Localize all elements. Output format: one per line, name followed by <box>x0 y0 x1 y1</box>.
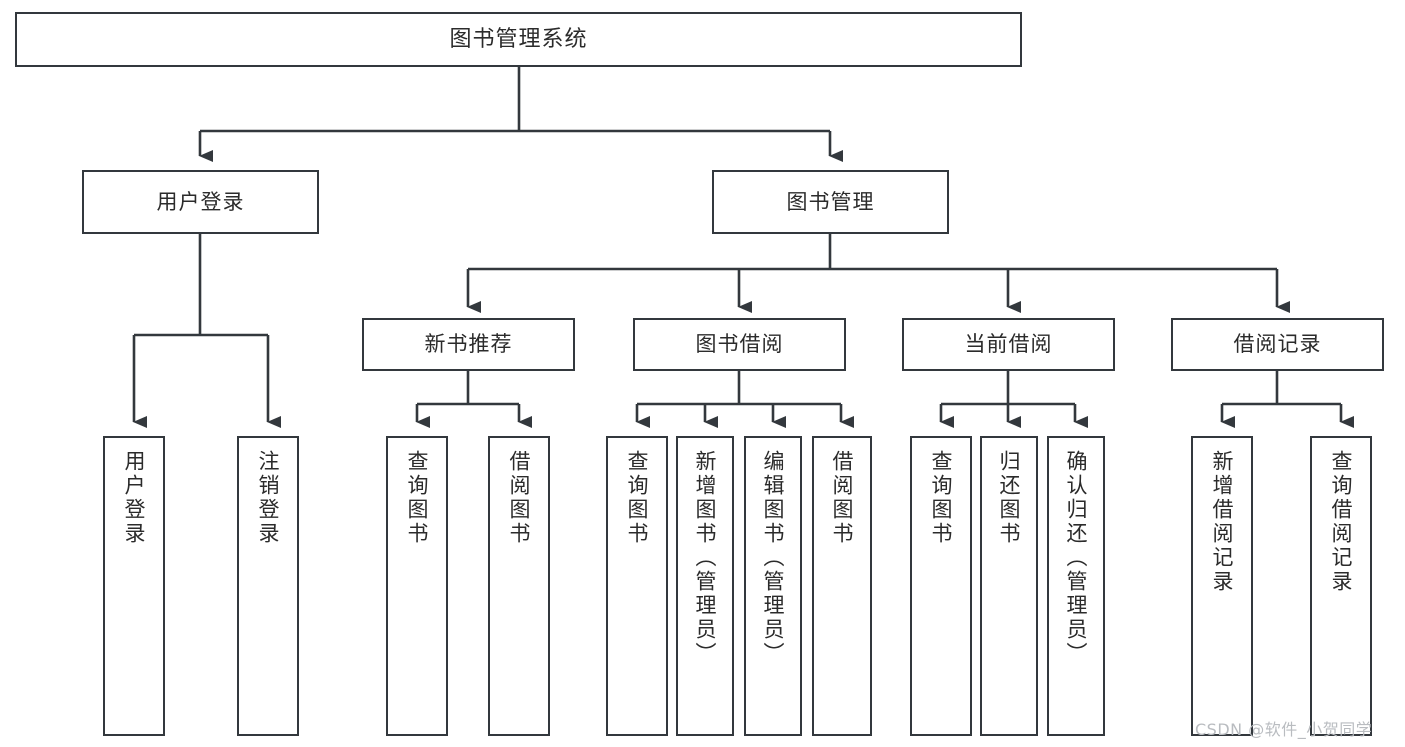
node-label: 图书借阅 <box>695 332 784 357</box>
node-label: 查询图书 <box>929 450 954 546</box>
node-label: 用户登录 <box>122 450 147 546</box>
node-root-system[interactable]: 图书管理系统 <box>15 12 1022 67</box>
leaf-logout[interactable]: 注销登录 <box>237 436 299 736</box>
node-label: 新书推荐 <box>424 332 513 357</box>
leaf-query-book-recommend[interactable]: 查询图书 <box>386 436 448 736</box>
node-label: 图书管理系统 <box>449 26 588 52</box>
node-label: 用户登录 <box>156 189 245 214</box>
node-book-management[interactable]: 图书管理 <box>712 170 949 234</box>
leaf-confirm-return-admin[interactable]: 确认归还（管理员） <box>1047 436 1105 736</box>
node-label: 编辑图书（管理员） <box>761 450 786 666</box>
csdn-watermark: CSDN @软件_小贺同学 <box>1195 720 1373 739</box>
leaf-return-book[interactable]: 归还图书 <box>980 436 1038 736</box>
node-borrow-record[interactable]: 借阅记录 <box>1171 318 1384 371</box>
node-label: 注销登录 <box>256 450 281 546</box>
leaf-add-borrow-record[interactable]: 新增借阅记录 <box>1191 436 1253 736</box>
node-label: 借阅记录 <box>1233 332 1322 357</box>
node-current-borrow[interactable]: 当前借阅 <box>902 318 1115 371</box>
leaf-user-login[interactable]: 用户登录 <box>103 436 165 736</box>
node-new-book-recommend[interactable]: 新书推荐 <box>362 318 575 371</box>
node-label: 查询图书 <box>405 450 430 546</box>
node-label: 借阅图书 <box>830 450 855 546</box>
node-user-login[interactable]: 用户登录 <box>82 170 319 234</box>
node-label: 当前借阅 <box>964 332 1053 357</box>
node-label: 借阅图书 <box>507 450 532 546</box>
node-label: 新增借阅记录 <box>1210 450 1235 594</box>
node-book-borrow[interactable]: 图书借阅 <box>633 318 846 371</box>
node-label: 新增图书（管理员） <box>693 450 718 666</box>
leaf-edit-book-admin[interactable]: 编辑图书（管理员） <box>744 436 802 736</box>
node-label: 归还图书 <box>997 450 1022 546</box>
leaf-query-book-borrow[interactable]: 查询图书 <box>606 436 668 736</box>
leaf-query-borrow-record[interactable]: 查询借阅记录 <box>1310 436 1372 736</box>
leaf-borrow-book-recommend[interactable]: 借阅图书 <box>488 436 550 736</box>
node-label: 查询借阅记录 <box>1329 450 1354 594</box>
node-label: 图书管理 <box>786 189 875 214</box>
leaf-borrow-book[interactable]: 借阅图书 <box>812 436 872 736</box>
node-label: 查询图书 <box>625 450 650 546</box>
leaf-query-book-current[interactable]: 查询图书 <box>910 436 972 736</box>
node-label: 确认归还（管理员） <box>1064 450 1089 666</box>
leaf-add-book-admin[interactable]: 新增图书（管理员） <box>676 436 734 736</box>
